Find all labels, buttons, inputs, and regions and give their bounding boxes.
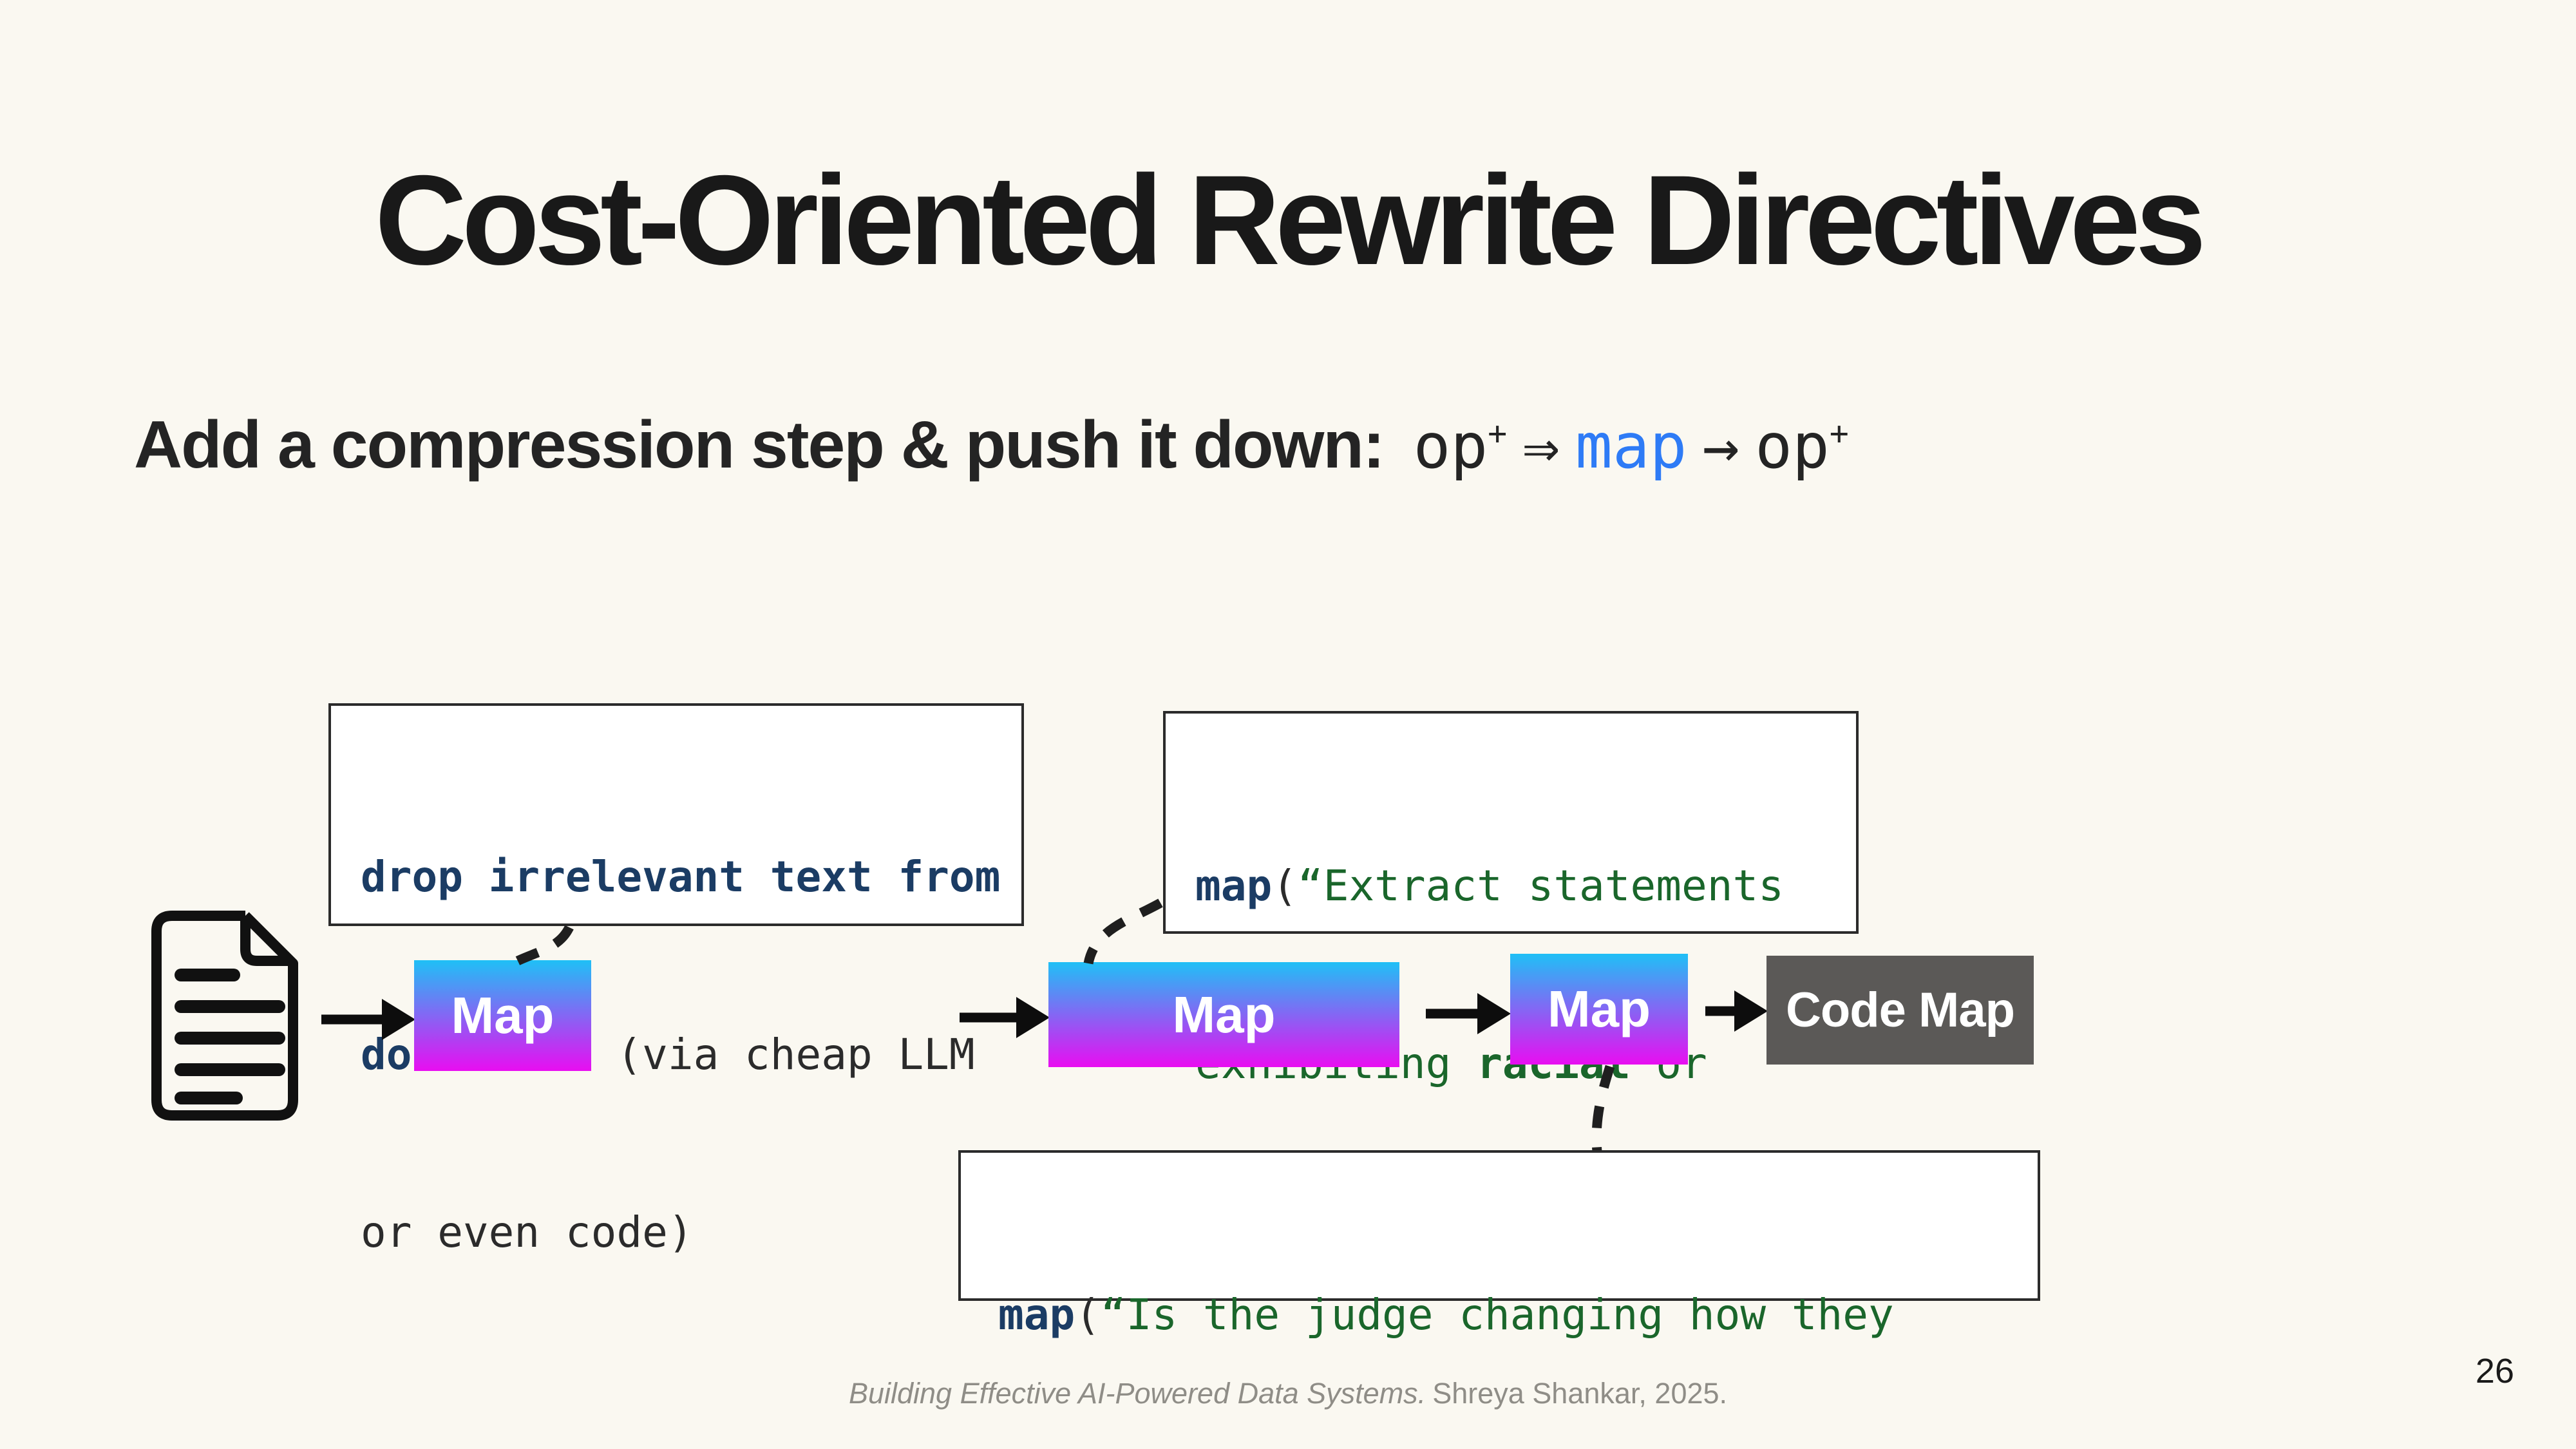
map-operator-node-small: Map xyxy=(1510,954,1688,1065)
map-node-label: Map xyxy=(451,987,554,1044)
connector-extract-to-map-wide xyxy=(1083,898,1163,965)
callout-line: map(“Is the judge changing how they xyxy=(998,1290,1894,1340)
subtitle: Add a compression step & push it down: op… xyxy=(134,407,1849,484)
op-left-superscript: + xyxy=(1488,415,1508,453)
footer-author: Shreya Shankar, 2025. xyxy=(1432,1377,1728,1410)
map-node-label: Map xyxy=(1548,980,1651,1037)
arrow-map-to-map xyxy=(1426,993,1511,1034)
map-keyword-blue: map xyxy=(1575,410,1687,482)
callout-line: map(“Extract statements xyxy=(1195,861,1784,911)
map-operator-node-wide: Map xyxy=(1048,962,1399,1067)
op-right: op+ xyxy=(1755,410,1849,482)
map-node-label: Map xyxy=(1172,985,1276,1043)
callout-judge-question: map(“Is the judge changing how they spea… xyxy=(958,1150,2040,1340)
subtitle-lead: Add a compression step & push it down: xyxy=(134,408,1385,482)
implies-arrow: ⇒ xyxy=(1522,410,1560,482)
arrow-into-map-wide xyxy=(960,997,1050,1038)
callout-line: drop irrelevant text from xyxy=(361,852,1001,902)
rewrite-rule: op+⇒map→op+ xyxy=(1398,410,1849,482)
footer-citation: Building Effective AI-Powered Data Syste… xyxy=(0,1377,2576,1410)
document-icon xyxy=(151,911,298,1121)
callout-drop-irrelevant-text: drop irrelevant text from documents (via… xyxy=(328,703,1024,1257)
map-operator-node: Map xyxy=(414,960,591,1071)
arrow-doc-to-map xyxy=(321,999,415,1040)
code-map-node: Code Map xyxy=(1766,956,2034,1065)
code-map-label: Code Map xyxy=(1785,983,2015,1037)
page-number: 26 xyxy=(2475,1352,2514,1390)
page-title: Cost-Oriented Rewrite Directives xyxy=(375,149,2206,291)
arrow-map-to-code-map xyxy=(1705,990,1768,1032)
op-right-superscript: + xyxy=(1829,415,1849,453)
op-left: op+ xyxy=(1413,410,1508,482)
callout-extract-statements: map(“Extract statements exhibiting racia… xyxy=(1163,711,1859,1266)
callout-line: or even code) xyxy=(361,1208,694,1257)
right-arrow: → xyxy=(1702,410,1740,482)
footer-work-title: Building Effective AI-Powered Data Syste… xyxy=(848,1377,1426,1410)
